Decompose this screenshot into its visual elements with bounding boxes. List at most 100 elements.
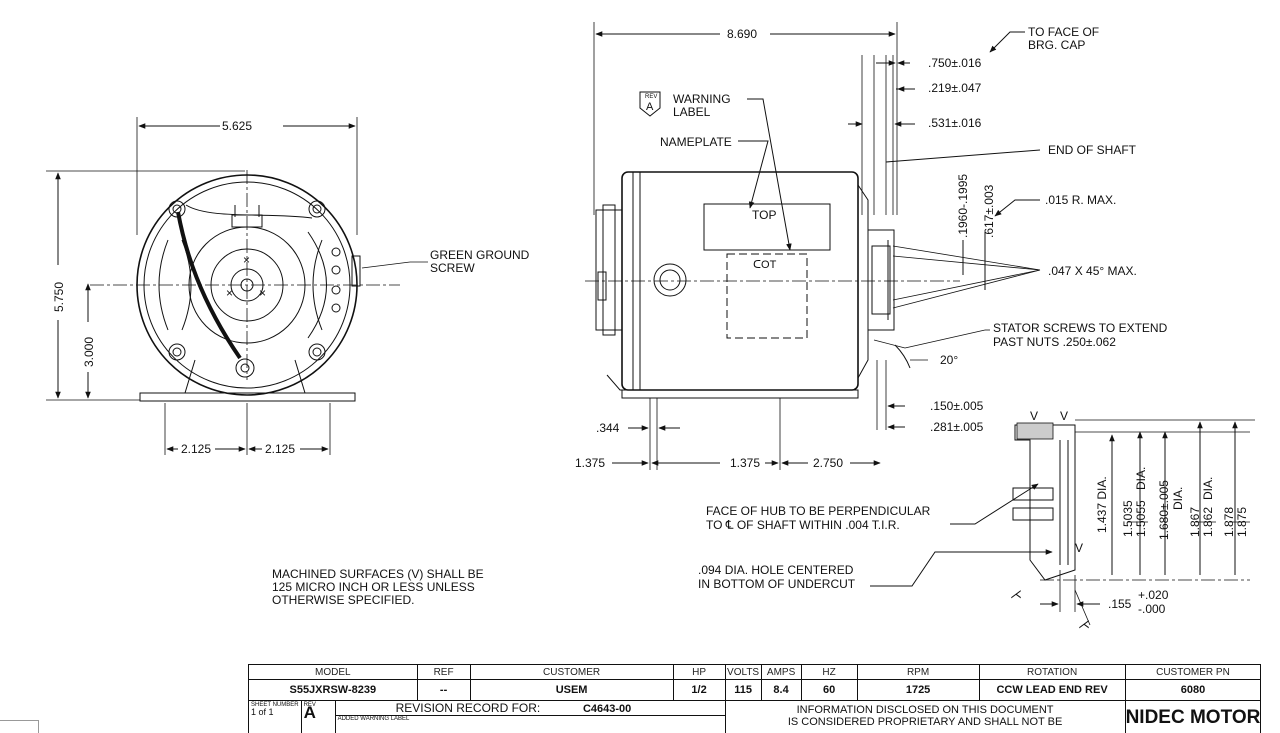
dim-344: .344 <box>596 421 620 435</box>
svg-text:×: × <box>226 286 233 300</box>
dim-1375-left: 1.375 <box>575 456 605 470</box>
dim-155: .155 <box>1108 597 1132 611</box>
note-hole-1: .094 DIA. HOLE CENTERED <box>698 563 854 577</box>
note-ground-1: GREEN GROUND <box>430 248 530 262</box>
dim-dia-15055: 1.5055 <box>1134 500 1148 537</box>
svg-text:×: × <box>259 286 266 300</box>
value-amps: 8.4 <box>760 679 802 701</box>
dim-dia-1437: 1.437 DIA. <box>1095 476 1109 533</box>
svg-text:⋌: ⋌ <box>1010 587 1022 601</box>
dim-width-top: 5.625 <box>222 119 252 133</box>
note-ground-2: SCREW <box>430 261 475 275</box>
note-end-of-shaft: END OF SHAFT <box>1048 143 1137 157</box>
dim-angle-20: 20° <box>940 353 958 367</box>
note-bearing-cap-1: TO FACE OF <box>1028 25 1099 39</box>
dim-dia-1680-suffix: DIA. <box>1171 487 1185 510</box>
dim-tol-minus: -.000 <box>1138 602 1166 616</box>
dim-base-right: 2.125 <box>265 442 295 456</box>
rev-tag: REV <box>645 94 657 100</box>
revision-number: C4643-00 <box>582 703 632 715</box>
svg-text:⋌: ⋌ <box>1078 617 1090 631</box>
note-nameplate: NAMEPLATE <box>660 135 732 149</box>
dim-150: .150±.005 <box>930 399 984 413</box>
value-model: S55JXRSW-8239 <box>248 679 418 701</box>
dim-bearing-cap: .750±.016 <box>928 56 982 70</box>
note-hub-1: FACE OF HUB TO BE PERPENDICULAR <box>706 504 931 518</box>
dim-531: .531±.016 <box>928 116 982 130</box>
note-machined-3: OTHERWISE SPECIFIED. <box>272 593 414 607</box>
sheet-number-label: SHEET NUMBER 1 of 1 <box>248 700 302 733</box>
dim-dia-15035: 1.5035 <box>1121 500 1135 537</box>
dim-tol-plus: +.020 <box>1138 588 1169 602</box>
dim-dia-suffix: DIA. <box>1134 467 1148 490</box>
note-bearing-cap-2: BRG. CAP <box>1028 38 1085 52</box>
header-customer-pn: CUSTOMER PN <box>1124 664 1262 680</box>
header-volts: VOLTS <box>724 664 762 680</box>
dim-2750: 2.750 <box>813 456 843 470</box>
dim-dia-1867: 1.867 <box>1188 507 1202 537</box>
end-view: 5.625 5.750 3.000 × × × <box>46 117 530 456</box>
note-machined-1: MACHINED SURFACES (V) SHALL BE <box>272 567 484 581</box>
dim-1375-right: 1.375 <box>730 456 760 470</box>
dim-dia-word: DIA. <box>1201 477 1215 500</box>
dim-center-height: 3.000 <box>82 337 96 367</box>
machined-note: MACHINED SURFACES (V) SHALL BE 125 MICRO… <box>272 567 484 607</box>
revision-record-cell: REVISION RECORD FOR: C4643-00 ADDED WARN… <box>334 700 726 733</box>
svg-text:V: V <box>1030 409 1038 423</box>
rev-label: REV <box>303 702 316 708</box>
corner-tab <box>0 720 39 733</box>
rev-tag-letter: A <box>646 101 654 113</box>
note-warning-2: LABEL <box>673 105 711 119</box>
dim-overall-length: 8.690 <box>727 27 757 41</box>
note-cot: ᑕOT <box>753 259 777 271</box>
dim-219: .219±.047 <box>928 81 982 95</box>
sheet-number-value: 1 of 1 <box>251 707 274 717</box>
note-hub-2: TO ℄ OF SHAFT WITHIN .004 T.I.R. <box>706 518 900 532</box>
note-stator-1: STATOR SCREWS TO EXTEND <box>993 321 1168 335</box>
svg-text:V: V <box>1075 541 1083 555</box>
value-rpm: 1725 <box>856 679 980 701</box>
header-hz: HZ <box>800 664 858 680</box>
company-name: NIDEC MOTOR <box>1124 700 1262 733</box>
value-hz: 60 <box>800 679 858 701</box>
value-hp: 1/2 <box>672 679 726 701</box>
header-customer: CUSTOMER <box>469 664 674 680</box>
svg-text:×: × <box>243 253 250 267</box>
sheet-number-text: SHEET NUMBER <box>251 702 299 708</box>
header-ref: REF <box>416 664 471 680</box>
hub-detail: V V V ⋌ 1.437 DIA. 1.5035 1.5055 DIA. 1.… <box>698 409 1255 631</box>
info-line-1: INFORMATION DISCLOSED ON THIS DOCUMENT <box>796 704 1054 716</box>
dim-height-total: 5.750 <box>52 282 66 312</box>
header-hp: HP <box>672 664 726 680</box>
dim-1960: .1960-.1995 <box>956 174 970 238</box>
header-rpm: RPM <box>856 664 980 680</box>
note-machined-2: 125 MICRO INCH OR LESS UNLESS <box>272 580 475 594</box>
svg-text:V: V <box>1060 409 1068 423</box>
header-model: MODEL <box>248 664 418 680</box>
motor-drawing: 5.625 5.750 3.000 × × × <box>46 22 1255 631</box>
note-top: TOP <box>752 208 776 222</box>
header-rotation: ROTATION <box>978 664 1126 680</box>
info-line-2: IS CONSIDERED PROPRIETARY AND SHALL NOT … <box>787 716 1063 728</box>
value-customer-pn: 6080 <box>1124 679 1262 701</box>
header-amps: AMPS <box>760 664 802 680</box>
side-view: 8.690 TO FACE OF BRG. CAP .750±.016 .219… <box>575 22 1168 470</box>
dim-617: .617±.003 <box>982 184 996 238</box>
value-volts: 115 <box>724 679 762 701</box>
note-warning-1: WARNING <box>673 92 731 106</box>
note-stator-2: PAST NUTS .250±.062 <box>993 335 1116 349</box>
revision-record-label: REVISION RECORD FOR: <box>395 701 541 716</box>
value-rotation: CCW LEAD END REV <box>978 679 1126 701</box>
dim-dia-1878: 1.878 <box>1222 507 1236 537</box>
info-cell: INFORMATION DISCLOSED ON THIS DOCUMENT I… <box>724 700 1126 733</box>
value-ref: -- <box>416 679 471 701</box>
dim-base-left: 2.125 <box>181 442 211 456</box>
dim-281: .281±.005 <box>930 420 984 434</box>
note-chamfer: .047 X 45° MAX. <box>1048 264 1137 278</box>
rev-cell: REV A <box>300 700 336 733</box>
value-customer: USEM <box>469 679 674 701</box>
rev-value: A <box>303 703 316 722</box>
note-hole-2: IN BOTTOM OF UNDERCUT <box>698 577 856 591</box>
note-radius: .015 R. MAX. <box>1045 193 1116 207</box>
